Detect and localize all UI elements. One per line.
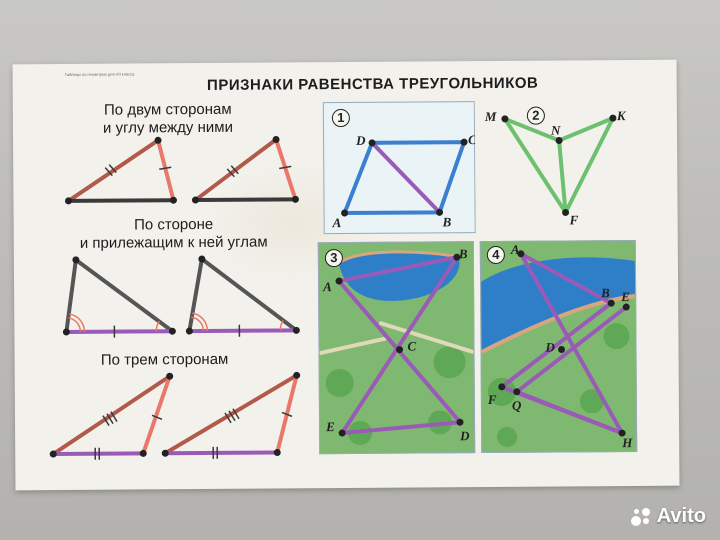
panel-3-point-label: E — [326, 419, 335, 435]
panel-2-figure — [501, 114, 617, 216]
panel-1-point-label: B — [442, 214, 452, 230]
panel-2-point-label: M — [484, 108, 497, 125]
panel-4: 4 A B E D F Q H — [479, 239, 638, 454]
panel-1-number: 1 — [331, 108, 350, 128]
panel-2: 2 M N K F — [474, 100, 628, 232]
panel-4-point-label: D — [545, 339, 555, 355]
avito-watermark: Avito — [630, 505, 706, 528]
panel-4-point-label: B — [601, 285, 610, 301]
avito-watermark-text: Avito — [656, 505, 706, 527]
panel-4-number: 4 — [486, 245, 505, 265]
sas-triangle-right — [191, 135, 299, 204]
panel-4-point-label: H — [622, 435, 633, 451]
geometry-poster: Таблицы по геометрии для VII класса ПРИЗ… — [12, 59, 680, 491]
panel-1-point-label: D — [356, 132, 366, 148]
panel-4-point-label: E — [621, 289, 630, 305]
panel-3: 3 A B C E D — [317, 241, 476, 455]
asa-triangle-right — [185, 255, 300, 337]
sss-triangle-right — [161, 371, 301, 459]
panel-1: 1 D C A B — [322, 101, 477, 235]
panel-2-point-label: F — [569, 212, 579, 228]
panel-4-point-label: Q — [511, 397, 522, 413]
panel-3-point-label: A — [323, 279, 332, 295]
panel-4-point-label: A — [510, 241, 520, 257]
avito-logo-icon — [630, 506, 653, 528]
panel-3-number: 3 — [324, 249, 343, 268]
panel-1-point-label: A — [332, 215, 342, 231]
triangle-figures — [49, 135, 301, 460]
asa-triangle-left — [62, 256, 176, 338]
sas-triangle-left — [64, 136, 177, 205]
panel-2-point-label: K — [616, 108, 626, 124]
panel-2-point-label: N — [550, 122, 561, 138]
panel-3-point-label: D — [460, 428, 470, 444]
panel-3-point-label: C — [407, 338, 417, 354]
sss-triangle-left — [49, 372, 174, 460]
panel-4-map — [480, 250, 636, 447]
panel-4-point-label: F — [487, 391, 497, 408]
panel-3-map — [319, 250, 475, 445]
panel-2-number: 2 — [526, 106, 545, 125]
panel-1-figure — [341, 138, 468, 217]
panel-3-point-label: B — [458, 246, 468, 262]
